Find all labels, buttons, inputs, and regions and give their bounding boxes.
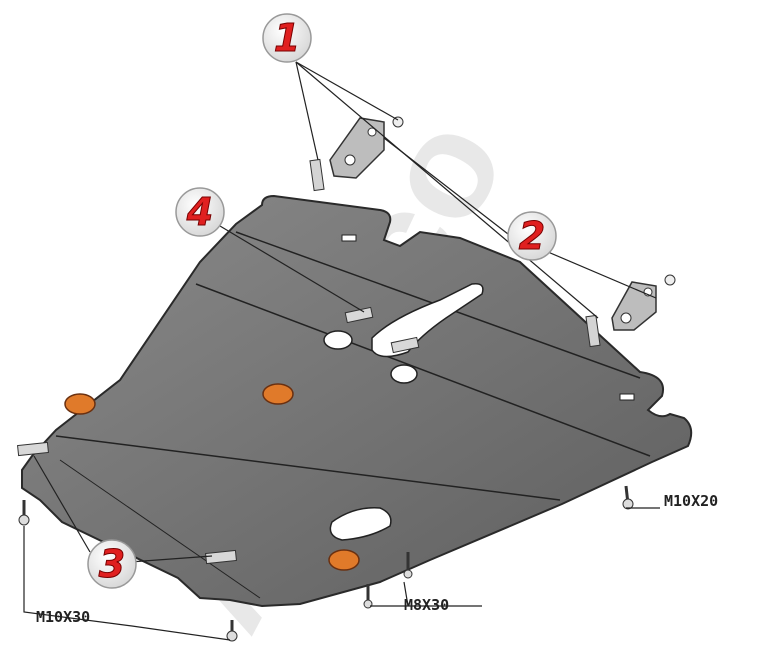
callout-2: 2 <box>507 211 557 261</box>
grommet <box>64 393 96 415</box>
bolt-m8x30 <box>363 552 413 609</box>
leader-lines <box>23 61 660 641</box>
bolt-m10x20 <box>622 485 634 510</box>
skid-plate <box>21 194 693 608</box>
mount-slot <box>619 393 635 401</box>
fold-line <box>59 459 261 599</box>
callout-3-label: 3 <box>99 542 125 586</box>
grommet <box>328 549 360 571</box>
mount-slot <box>341 234 357 242</box>
callout-3: 3 <box>87 539 137 589</box>
fold-line <box>195 283 651 457</box>
plate-slot <box>371 282 484 358</box>
plate-hole <box>390 364 418 384</box>
plate-slot <box>329 507 392 541</box>
spec-label-m8x30: M8X30 <box>404 596 449 614</box>
callout-1-label: 1 <box>274 16 300 60</box>
bracket-rear-right <box>585 274 676 348</box>
callout-2-label: 2 <box>519 214 545 258</box>
grommet <box>262 383 294 405</box>
callout-4-label: 4 <box>186 190 213 234</box>
fastener-plate-4 <box>344 306 420 354</box>
callout-1: 1 <box>262 13 312 63</box>
plate-hole <box>323 330 353 350</box>
bolt-m10x30 <box>18 500 238 642</box>
spec-label-m10x20: M10X20 <box>664 492 718 510</box>
plate-body <box>21 194 693 608</box>
spec-label-m10x30: M10X30 <box>36 608 90 626</box>
callout-4: 4 <box>175 187 225 237</box>
bracket-rear-left <box>309 116 404 192</box>
fold-line <box>55 435 561 501</box>
fastener-plate-3 <box>17 441 237 565</box>
